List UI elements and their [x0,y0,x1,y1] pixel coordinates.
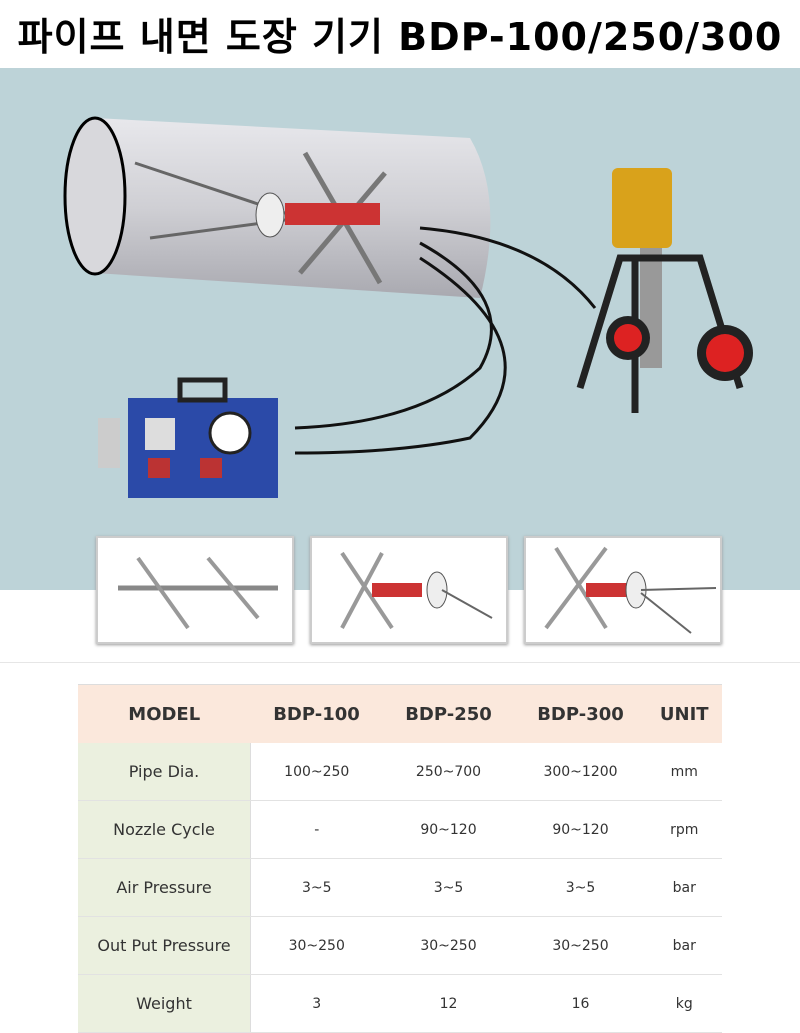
table-cell: 100~250 [250,743,383,801]
header-cell: BDP-250 [382,684,515,743]
header-cell: BDP-100 [250,684,383,743]
table-cell: 12 [382,974,515,1033]
table-cell: mm [646,743,722,801]
table-cell: - [250,800,383,859]
table-cell: 90~120 [382,800,515,859]
table-cell: 16 [514,974,647,1033]
table-cell: bar [646,916,722,975]
thumbnail-bdp-300[interactable] [524,536,722,644]
header-cell: UNIT [646,684,722,743]
spec-table: MODEL BDP-100 BDP-250 BDP-300 UNIT Pipe … [78,684,722,1033]
page-title: 파이프 내면 도장 기기 BDP-100/250/300 [17,14,783,59]
table-cell: 30~250 [514,916,647,975]
paint-pump-image [576,168,753,413]
thumbnail-bdp-100[interactable] [96,536,294,644]
table-cell: 90~120 [514,800,647,859]
table-cell: 30~250 [382,916,515,975]
table-cell: rpm [646,800,722,859]
row-label: Out Put Pressure [78,916,251,975]
thumbnail-bdp-250[interactable] [310,536,508,644]
row-label: Nozzle Cycle [78,800,251,859]
table-cell: kg [646,974,722,1033]
table-header-row: MODEL BDP-100 BDP-250 BDP-300 UNIT [78,684,722,743]
row-label: Weight [78,974,251,1033]
table-cell: 300~1200 [514,743,647,801]
table-cell: 3~5 [250,858,383,917]
table-cell: 3 [250,974,383,1033]
table-cell: 30~250 [250,916,383,975]
header-cell: BDP-300 [514,684,647,743]
table-cell: 3~5 [514,858,647,917]
header-cell: MODEL [78,684,251,743]
table-cell: bar [646,858,722,917]
table-cell: 250~700 [382,743,515,801]
row-label: Pipe Dia. [78,743,251,801]
row-label: Air Pressure [78,858,251,917]
table-cell: 3~5 [382,858,515,917]
control-box-image [98,377,278,498]
pipe-image [63,116,491,298]
divider [0,662,800,663]
product-illustration [0,68,800,590]
hose-lines [294,226,597,455]
